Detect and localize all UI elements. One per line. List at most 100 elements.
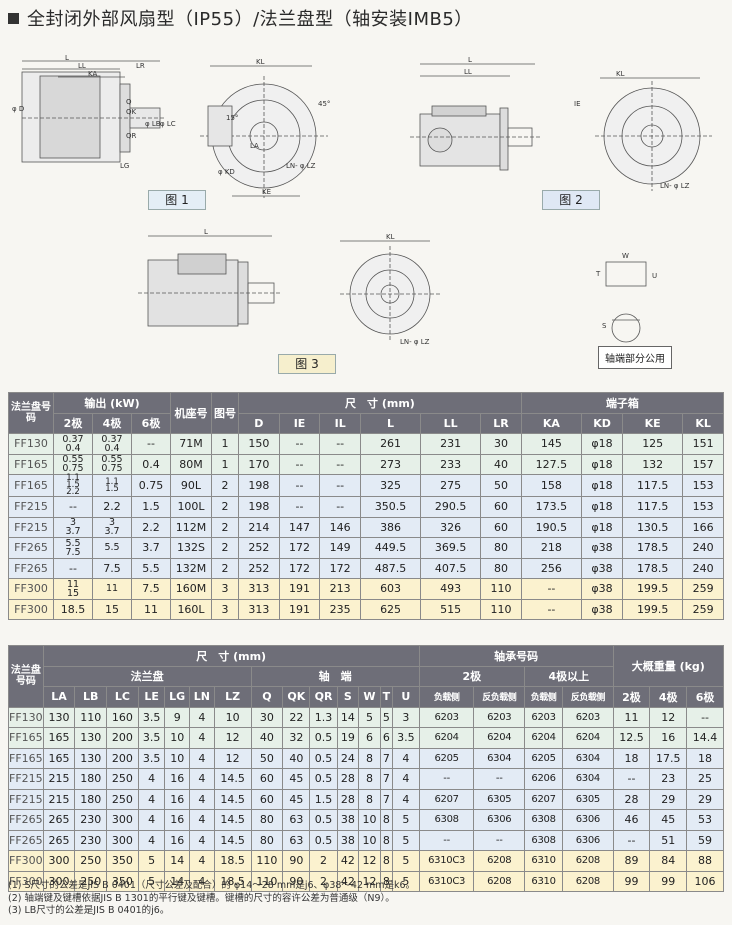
cell-output-4p: 7.5 (92, 557, 132, 579)
cell-IL: 149 (319, 537, 362, 559)
cell-fig: 2 (211, 474, 239, 497)
cell-value: 2 (309, 870, 338, 892)
cell-flange-code: FF165 (8, 474, 54, 497)
cell-value: 5 (137, 870, 166, 892)
cell-value: 60 (250, 768, 284, 790)
cell-KD: φ18 (580, 474, 624, 497)
cell-value: 25 (686, 768, 724, 790)
cell-KD: φ18 (580, 453, 624, 475)
cell-value: 45 (282, 788, 311, 810)
cell-IE: 191 (278, 598, 321, 620)
cell-value: 300 (106, 809, 139, 831)
cell-IL: 146 (319, 516, 362, 538)
t2-subheader-flange: LA (42, 686, 76, 708)
cell-value: 59 (686, 829, 724, 851)
cell-value: 6310 (523, 850, 564, 872)
cell-value: 7 (379, 768, 394, 790)
cell-L: 603 (360, 578, 422, 600)
cell-value: 6305 (473, 788, 525, 810)
cell-frame: 100L (170, 496, 212, 518)
cell-value: 63 (282, 829, 311, 851)
cell-value: 80 (250, 829, 284, 851)
cell-output-6p: 0.4 (131, 453, 171, 475)
t2-header-bearing: 轴承号码 (418, 645, 614, 667)
cell-value: 0.5 (309, 829, 338, 851)
cell-value: 6207 (418, 788, 475, 810)
t1-header-terminal: 端子箱 (520, 392, 725, 414)
t2-subheader-weight: 4极 (649, 686, 688, 708)
cell-L: 386 (360, 516, 422, 538)
page-title-text: 全封闭外部风扇型（IP55）/法兰盘型（轴安装IMB5） (27, 9, 473, 30)
dim-label-LA: LA (250, 142, 259, 150)
fig2-label-IE: IE (574, 100, 581, 108)
cell-value: 16 (164, 809, 190, 831)
cell-KD: φ38 (580, 537, 624, 559)
cell-value: 14 (164, 870, 190, 892)
cell-value: 6310C3 (418, 870, 475, 892)
cell-value: 6205 (523, 747, 564, 769)
cell-output-2p: 5.5 7.5 (53, 537, 93, 559)
cell-output-4p: 3 3.7 (92, 516, 132, 538)
cell-value: 8 (358, 747, 381, 769)
t1-header-code: 法兰盘号码 (8, 392, 54, 434)
cell-KD: φ38 (580, 598, 624, 620)
cell-value: 18 (612, 747, 651, 769)
cell-value: 6203 (418, 706, 475, 728)
cell-value: 6308 (418, 809, 475, 831)
cell-value: 4 (392, 747, 420, 769)
dim-label-LC: φ LC (160, 120, 176, 128)
cell-value: 5 (392, 870, 420, 892)
cell-value: 16 (164, 768, 190, 790)
cell-value: 8 (358, 788, 381, 810)
technical-drawings: L LL LR KA QK QR Q φ D φ LB φ LC LG KL 1… (12, 54, 712, 346)
cell-frame: 132M (170, 557, 212, 579)
cell-value: 9 (164, 706, 190, 728)
cell-KA: 145 (520, 433, 582, 455)
cell-value: 12.5 (612, 727, 651, 749)
dim-label-KD: φ KD (218, 168, 235, 176)
cell-frame: 160M (170, 578, 212, 600)
cell-KE: 199.5 (622, 578, 684, 600)
cell-frame: 112M (170, 516, 212, 538)
cell-KD: φ18 (580, 433, 624, 455)
cell-value: 5 (392, 850, 420, 872)
cell-L: 625 (360, 598, 422, 620)
cell-value: 4 (188, 727, 215, 749)
cell-KA: 173.5 (520, 496, 582, 518)
cell-value: 110 (250, 870, 284, 892)
cell-IL: -- (319, 433, 362, 455)
t2-subheader-flange: LN (188, 686, 215, 708)
cell-output-4p: 2.2 (92, 496, 132, 518)
cell-value: -- (686, 706, 724, 728)
cell-value: 250 (74, 850, 108, 872)
cell-output-2p: 3 3.7 (53, 516, 93, 538)
cell-flange-code: FF265 (8, 537, 54, 559)
cell-D: 252 (238, 557, 280, 579)
cell-output-6p: 7.5 (131, 578, 171, 600)
cell-value: 6306 (562, 829, 614, 851)
cell-flange-code: FF265 (8, 557, 54, 579)
t1-subheader-terminal: KD (580, 412, 624, 434)
cell-L: 261 (360, 433, 422, 455)
cell-value: 0.5 (309, 727, 338, 749)
dim-label-KA: KA (88, 70, 97, 78)
cell-IE: -- (278, 474, 321, 497)
cell-value: 6207 (523, 788, 564, 810)
cell-value: 4 (392, 788, 420, 810)
cell-value: 8 (379, 809, 394, 831)
cell-value: 14.5 (213, 768, 252, 790)
dim-label-LB: φ LB (145, 120, 161, 128)
cell-flange-code: FF215 (8, 516, 54, 538)
cell-value: 6208 (473, 850, 525, 872)
cell-value: 18 (686, 747, 724, 769)
shaft-label-S: S (602, 322, 607, 330)
cell-LL: 326 (420, 516, 482, 538)
cell-output-4p: 0.55 0.75 (92, 453, 132, 475)
cell-frame: 80M (170, 453, 212, 475)
dim-label-LR: LR (136, 62, 145, 70)
cell-value: 28 (336, 788, 360, 810)
figure-2-label: 图 2 (542, 190, 600, 210)
cell-KE: 132 (622, 453, 684, 475)
